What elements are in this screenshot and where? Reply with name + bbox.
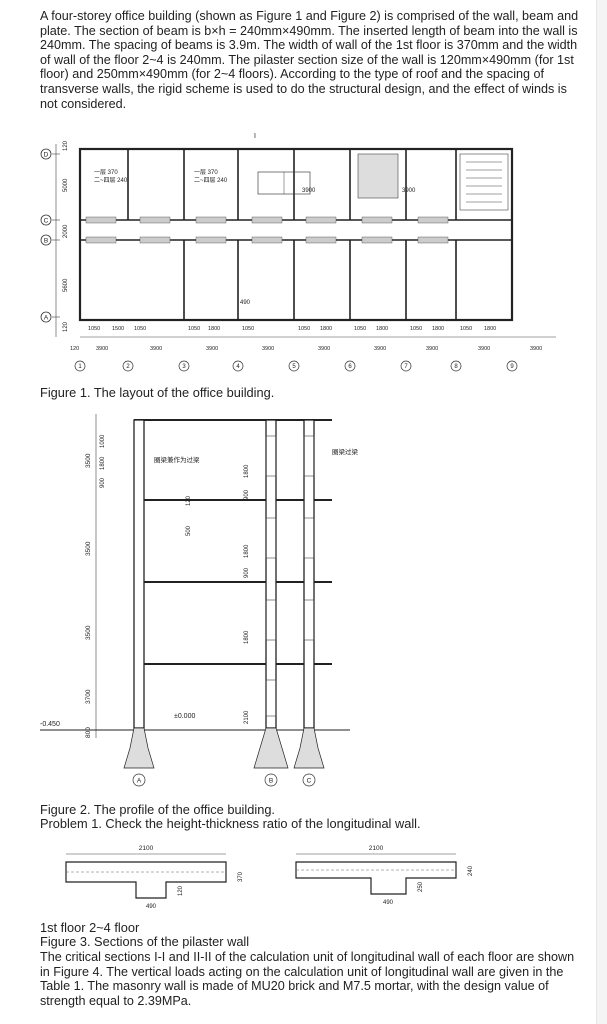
bay-dim-3: 3900 — [206, 346, 218, 352]
level-minus-0450: -0.450 — [40, 721, 60, 728]
section-right-pilaster: 490 — [383, 900, 394, 906]
axis-d-label: D — [44, 152, 49, 159]
wall-note-2: 二~四层 240 — [194, 177, 228, 184]
opening-dim-6: 1050 — [242, 326, 254, 332]
opening-dim-12: 1800 — [432, 326, 444, 332]
room-dim-2: 3900 — [402, 188, 416, 194]
figure-1-plan: D C B A 5000 2000 5600 120 120 一层 370 二~… — [40, 133, 556, 372]
axis-6-label: 6 — [348, 364, 352, 370]
axis-labels-horizontal — [74, 360, 518, 372]
opening-dim-2: 1500 — [112, 326, 124, 332]
axis-labels-vertical — [40, 148, 52, 323]
section-left-h2: 370 — [238, 871, 244, 882]
opening-dim-13: 1050 — [460, 326, 472, 332]
axis-5-label: 5 — [292, 364, 296, 370]
bay-dim-1: 3900 — [96, 346, 108, 352]
window-height-2: 1800 — [244, 544, 250, 558]
dim-1800: 1800 — [100, 456, 106, 470]
floor-height-3: 3500 — [85, 541, 92, 556]
dim-900: 900 — [100, 477, 106, 488]
axis-c-profile: C — [307, 778, 312, 785]
opening-dim-9: 1050 — [354, 326, 366, 332]
bay-dim-8: 3900 — [478, 346, 490, 352]
body-paragraph-2: The critical sections I-I and II-II of t… — [40, 950, 575, 1008]
axis-1-label: 1 — [78, 364, 82, 370]
section-right-h2: 240 — [468, 865, 474, 876]
window-height-1: 1800 — [244, 464, 250, 478]
problem-1: Problem 1. Check the height-thickness ra… — [40, 816, 421, 831]
section-right-h1: 250 — [418, 881, 424, 892]
wall-note-1: 一层 370 — [194, 169, 218, 176]
opening-dim-5: 1800 — [208, 326, 220, 332]
figure-2-profile: 3500 3500 3500 3700 800 1000 1800 900 18… — [40, 414, 359, 787]
opening-dim-4: 1050 — [188, 326, 200, 332]
opening-dim-11: 1050 — [410, 326, 422, 332]
wall-note-4: 二~四层 240 — [94, 177, 128, 184]
dim-5600: 5600 — [63, 278, 69, 292]
axis-4-label: 4 — [236, 364, 240, 370]
opening-dim-1: 1050 — [88, 326, 100, 332]
dim-120: 120 — [186, 495, 192, 506]
dim-1000: 1000 — [100, 434, 106, 448]
pilaster-note: 490 — [240, 300, 251, 306]
bay-dim-9: 3900 — [530, 346, 542, 352]
bay-dims: 3900 3900 3900 3900 3900 3900 3900 3900 … — [96, 346, 542, 352]
dim-5000: 5000 — [63, 178, 69, 192]
section-right: 2100 490 250 240 — [295, 845, 474, 906]
dim-2000: 2000 — [63, 224, 69, 238]
floor-height-4: 3500 — [85, 453, 92, 468]
bay-dim-7: 3900 — [426, 346, 438, 352]
ring-lintel-note: 圈梁过梁 — [332, 447, 359, 456]
axis-b-label: B — [44, 238, 48, 245]
bay-dim-6: 3900 — [374, 346, 386, 352]
section-left: 2100 490 120 370 — [65, 845, 244, 910]
room-dim-1: 3900 — [302, 188, 316, 194]
section-mark: I — [254, 133, 256, 140]
axis-a-label: A — [44, 315, 49, 322]
section-left-h1: 120 — [178, 885, 184, 896]
section-right-width: 2100 — [369, 845, 384, 852]
figure-3-sections: 2100 490 120 370 2100 490 250 240 — [65, 845, 474, 910]
axis-8-label: 8 — [454, 364, 458, 370]
sill-height-1: 900 — [244, 489, 250, 500]
edge-dim: 120 — [70, 346, 79, 352]
axis-c-label: C — [44, 218, 49, 225]
opening-dim-10: 1800 — [376, 326, 388, 332]
intro-paragraph: A four-storey office building (shown as … — [40, 9, 579, 111]
axis-2-label: 2 — [126, 364, 130, 370]
dim-120-top: 120 — [63, 140, 69, 151]
opening-dim-7: 1050 — [298, 326, 310, 332]
dim-120-bottom: 120 — [63, 321, 69, 332]
figure-2-caption: Figure 2. The profile of the office buil… — [40, 802, 275, 817]
window-height-3: 1800 — [244, 630, 250, 644]
opening-dim-8: 1800 — [320, 326, 332, 332]
figure-3-floor-labels: 1st floor 2~4 floor — [40, 920, 140, 935]
axis-7-label: 7 — [404, 364, 408, 370]
floor-height-2: 3500 — [85, 625, 92, 640]
door-height: 2100 — [244, 710, 250, 724]
axis-3-label: 3 — [182, 364, 186, 370]
scrollbar[interactable] — [596, 0, 607, 1024]
axis-b-profile: B — [269, 778, 273, 785]
figure-1-caption: Figure 1. The layout of the office build… — [40, 385, 275, 400]
wall-note-3: 一层 370 — [94, 169, 118, 176]
axis-a-profile: A — [137, 778, 142, 785]
bay-dim-2: 3900 — [150, 346, 162, 352]
dim-500: 500 — [186, 525, 192, 536]
opening-dim-14: 1800 — [484, 326, 496, 332]
footing-depth: 800 — [85, 727, 92, 738]
sill-height-2: 900 — [244, 567, 250, 578]
section-left-pilaster: 490 — [146, 904, 157, 910]
level-zero: ±0.000 — [174, 713, 195, 720]
bay-dim-4: 3900 — [262, 346, 274, 352]
section-left-width: 2100 — [139, 845, 154, 852]
opening-dim-3: 1050 — [134, 326, 146, 332]
ring-beam-note: 圈梁兼作为过梁 — [154, 455, 200, 464]
figure-3-caption: Figure 3. Sections of the pilaster wall — [40, 934, 250, 949]
floor-height-1: 3700 — [85, 689, 92, 704]
bay-dim-5: 3900 — [318, 346, 330, 352]
axis-9-label: 9 — [510, 364, 514, 370]
